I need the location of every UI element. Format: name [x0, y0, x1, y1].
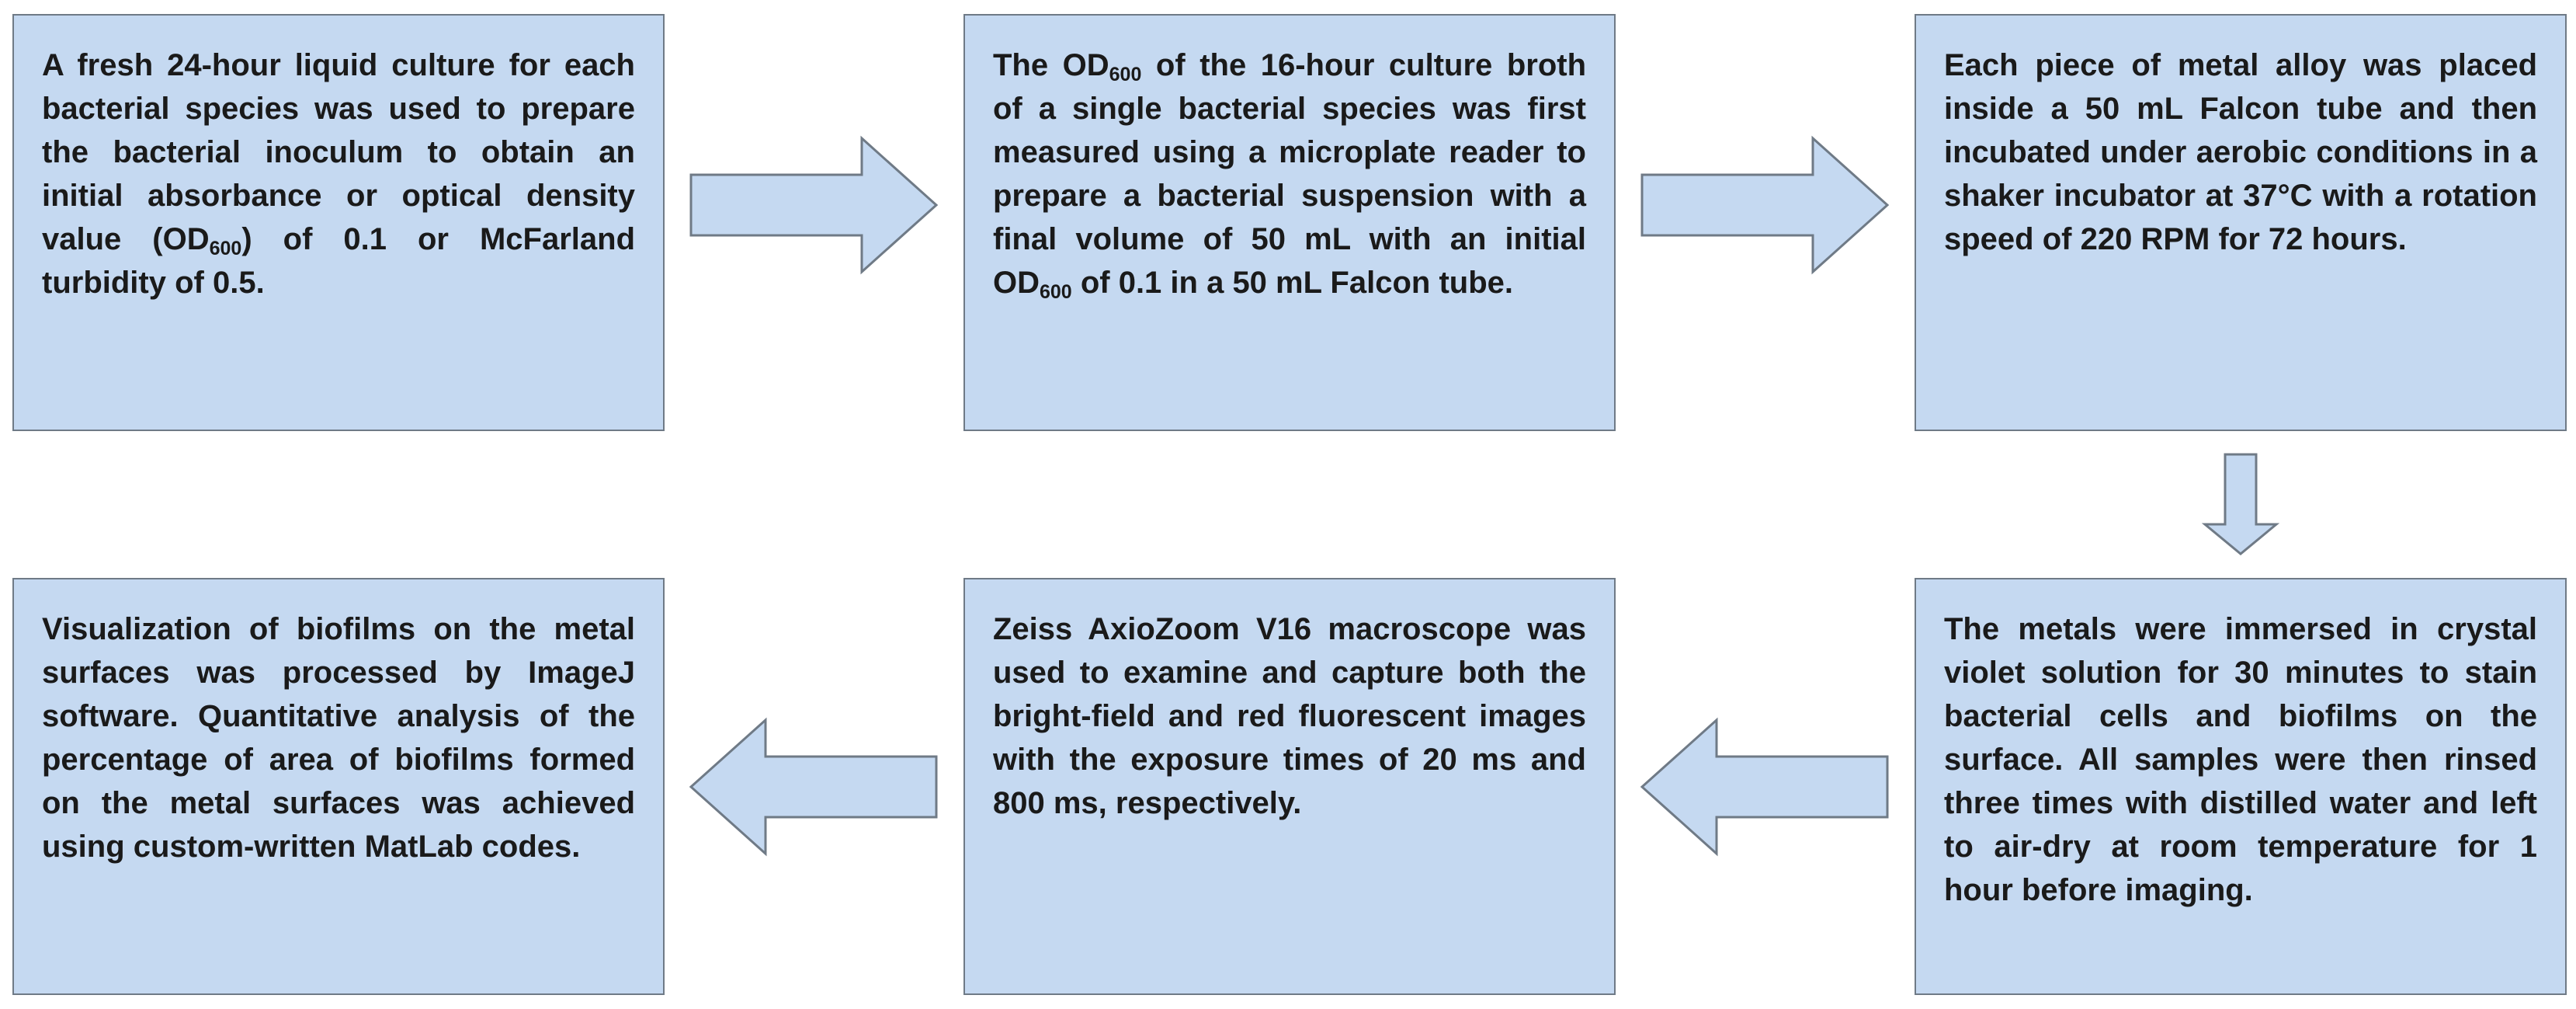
step-1-subscript: 600	[209, 238, 242, 259]
step-3-box: Each piece of metal alloy was placed ins…	[1915, 14, 2567, 431]
step-3-text: Each piece of metal alloy was placed ins…	[1944, 48, 2537, 256]
arrow-left-4-to-5	[1640, 717, 1889, 857]
arrow-down-3-to-4	[2201, 453, 2280, 555]
step-2-box: The OD600 of the 16-hour culture broth o…	[963, 14, 1616, 431]
step-5-text: Zeiss AxioZoom V16 macroscope was used t…	[993, 612, 1586, 820]
step-6-box: Visualization of biofilms on the metal s…	[12, 578, 665, 995]
arrow-right-2-to-3	[1640, 135, 1890, 275]
step-2-text-c: of 0.1 in a 50 mL Falcon tube.	[1071, 266, 1513, 300]
step-1-text-a: A fresh 24-hour liquid culture for each …	[42, 48, 635, 256]
arrow-right-1-to-2	[689, 135, 939, 275]
step-4-box: The metals were immersed in crystal viol…	[1915, 578, 2567, 995]
step-4-text: The metals were immersed in crystal viol…	[1944, 612, 2537, 907]
step-2-subscript-1: 600	[1109, 64, 1142, 85]
step-2-text-a: The OD	[993, 48, 1109, 82]
step-1-text-b: ) of 0.1 or McFarland turbidity of 0.5.	[42, 222, 636, 300]
arrow-left-5-to-6	[689, 717, 938, 857]
step-5-box: Zeiss AxioZoom V16 macroscope was used t…	[963, 578, 1616, 995]
step-2-subscript-2: 600	[1040, 281, 1072, 303]
step-1-box: A fresh 24-hour liquid culture for each …	[12, 14, 665, 431]
step-2-text-b: of the 16-hour culture broth of a single…	[993, 48, 1587, 300]
step-6-text: Visualization of biofilms on the metal s…	[42, 612, 635, 864]
